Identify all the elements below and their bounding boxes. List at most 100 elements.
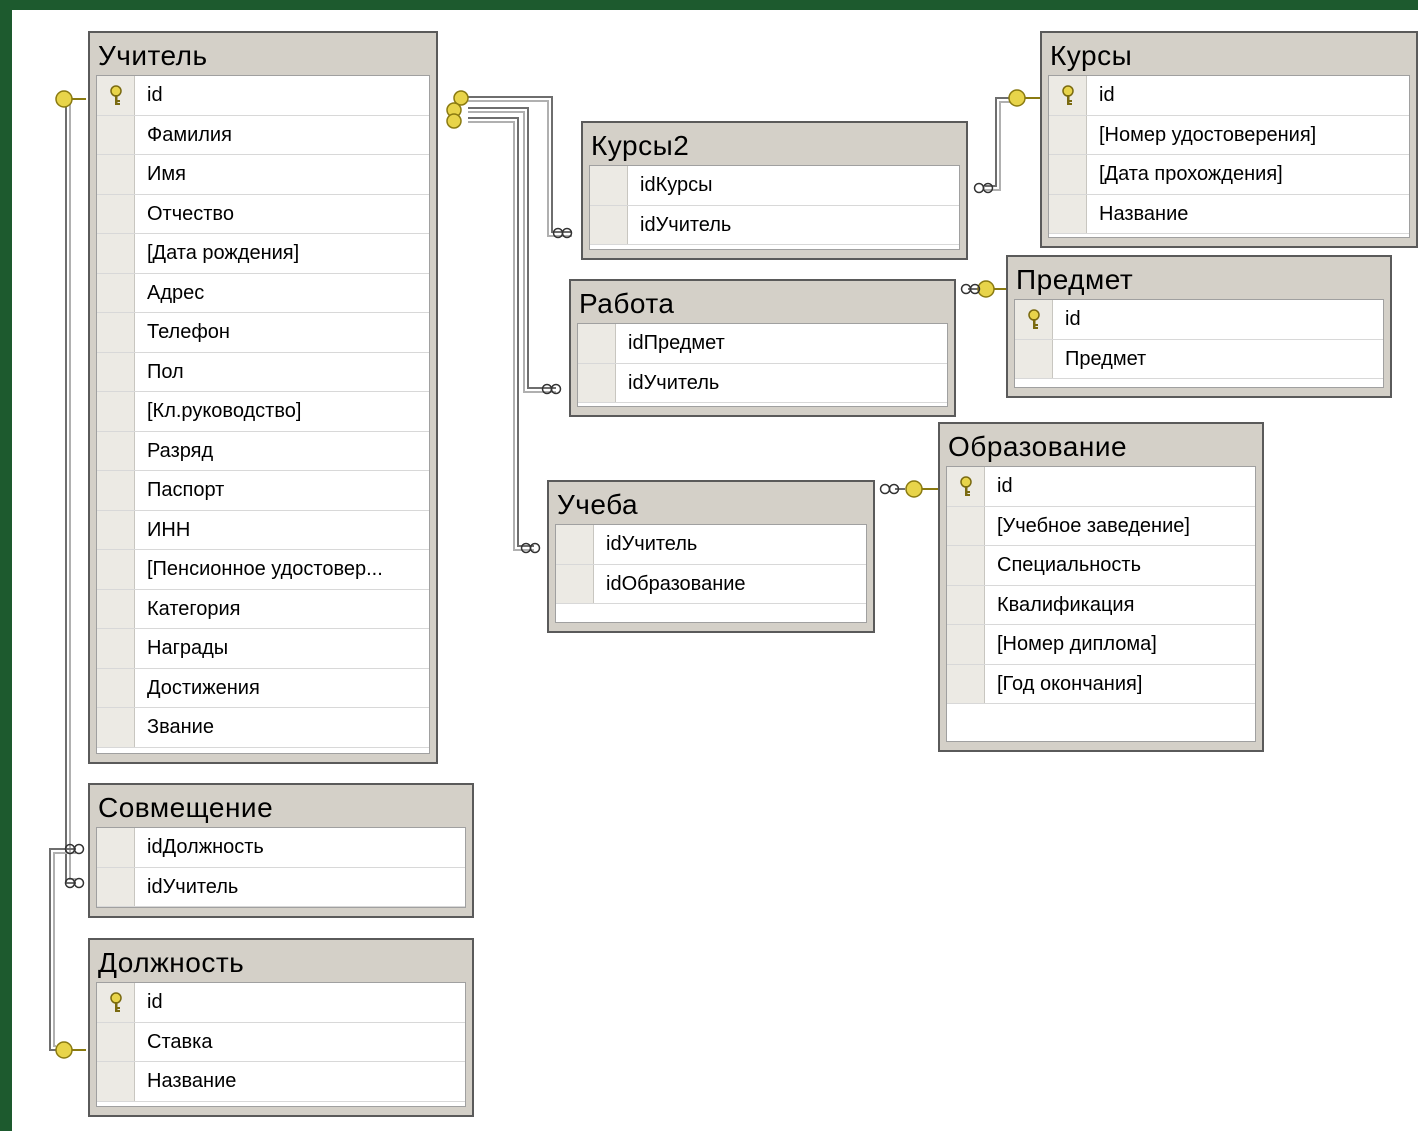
table-ucheba[interactable]: Учеба idУчитель idОбразование	[547, 480, 875, 633]
column-name: Отчество	[147, 202, 234, 225]
table-title: Предмет	[1016, 264, 1134, 295]
column-row[interactable]: Отчество	[97, 194, 429, 234]
column-name: idУчитель	[640, 213, 732, 236]
table-sovmeshchenie[interactable]: Совмещение idДолжность idУчитель	[88, 783, 474, 918]
column-list: idУчитель idОбразование	[555, 524, 867, 623]
column-list: id [Номер удостоверения] [Дата прохожден…	[1048, 75, 1410, 238]
column-row[interactable]: Квалификация	[947, 585, 1255, 625]
column-row[interactable]: Награды	[97, 629, 429, 669]
column-row[interactable]: Специальность	[947, 546, 1255, 586]
column-name: Квалификация	[997, 593, 1135, 616]
column-name: Ставка	[147, 1030, 213, 1053]
table-predmet[interactable]: Предмет id Предмет	[1006, 255, 1392, 398]
column-row-pk[interactable]: id	[97, 76, 429, 116]
column-list: id Предмет	[1014, 299, 1384, 388]
column-row[interactable]: [Дата прохождения]	[1049, 155, 1409, 195]
column-name: Имя	[147, 163, 186, 185]
column-list: id Ставка Название	[96, 982, 466, 1107]
column-list: id [Учебное заведение] Специальность Ква…	[946, 466, 1256, 742]
column-row[interactable]: idУчитель	[556, 525, 866, 565]
column-row[interactable]: Имя	[97, 155, 429, 195]
column-name: idУчитель	[606, 533, 698, 555]
column-name: id	[1099, 84, 1115, 106]
column-name: id	[1065, 308, 1081, 330]
column-name: id	[997, 475, 1013, 497]
column-name: Фамилия	[147, 123, 232, 146]
column-name: [Год окончания]	[997, 672, 1143, 695]
column-row[interactable]: Категория	[97, 589, 429, 629]
table-dolzhnost[interactable]: Должность id Ставка Название	[88, 938, 474, 1117]
column-name: Название	[1099, 202, 1189, 225]
column-row[interactable]: [Год окончания]	[947, 664, 1255, 704]
column-row-pk[interactable]: id	[1015, 300, 1383, 340]
column-row-pk[interactable]: id	[947, 467, 1255, 507]
column-name: Звание	[147, 716, 214, 738]
column-name: [Номер удостоверения]	[1099, 123, 1317, 146]
primary-key-icon	[960, 476, 972, 496]
column-name: idУчитель	[147, 875, 239, 898]
column-name: [Номер диплома]	[997, 633, 1157, 655]
column-name: [Дата прохождения]	[1099, 163, 1283, 185]
column-list: idПредмет idУчитель	[577, 323, 948, 407]
column-row[interactable]: idКурсы	[590, 166, 959, 206]
column-row[interactable]: Название	[97, 1062, 465, 1102]
column-row[interactable]: idУчитель	[590, 205, 959, 245]
column-name: idДолжность	[147, 836, 264, 858]
column-row[interactable]: [Номер удостоверения]	[1049, 115, 1409, 155]
column-name: id	[147, 991, 163, 1013]
column-row[interactable]: Название	[1049, 194, 1409, 234]
column-row[interactable]: [Учебное заведение]	[947, 506, 1255, 546]
column-list: idДолжность idУчитель	[96, 827, 466, 908]
column-row[interactable]: [Дата рождения]	[97, 234, 429, 274]
column-row[interactable]: Звание	[97, 708, 429, 748]
column-name: idОбразование	[606, 572, 746, 595]
column-name: Пол	[147, 360, 184, 383]
column-name: Название	[147, 1070, 237, 1092]
column-row[interactable]: Ставка	[97, 1022, 465, 1062]
primary-key-icon	[1028, 309, 1040, 329]
table-obrazovanie[interactable]: Образование id [Учебное заведение] Специ…	[938, 422, 1264, 752]
table-title: Должность	[98, 947, 245, 978]
primary-key-icon	[110, 992, 122, 1012]
column-row[interactable]: idПредмет	[578, 324, 947, 364]
table-title: Совмещение	[98, 792, 274, 823]
column-row[interactable]: idДолжность	[97, 828, 465, 868]
table-title: Курсы	[1050, 40, 1133, 71]
column-row[interactable]: ИНН	[97, 510, 429, 550]
column-name: [Пенсионное удостовер...	[147, 558, 383, 580]
column-row[interactable]: Достижения	[97, 668, 429, 708]
table-rabota[interactable]: Работа idПредмет idУчитель	[569, 279, 956, 417]
column-row[interactable]: idУчитель	[578, 363, 947, 403]
column-name: idКурсы	[640, 174, 713, 196]
column-row[interactable]: Паспорт	[97, 471, 429, 511]
table-title: Учитель	[98, 40, 208, 71]
table-uchitel[interactable]: Учитель id Фамилия Имя Отчество [Дата ро…	[88, 31, 438, 764]
column-row[interactable]: Фамилия	[97, 115, 429, 155]
column-row[interactable]: Пол	[97, 352, 429, 392]
table-title: Учеба	[557, 489, 639, 520]
column-name: [Учебное заведение]	[997, 514, 1190, 537]
column-row[interactable]: Разряд	[97, 431, 429, 471]
column-row[interactable]: Адрес	[97, 273, 429, 313]
column-name: id	[147, 84, 163, 106]
table-title: Курсы2	[591, 130, 690, 161]
table-kursy[interactable]: Курсы id [Номер удостоверения] [Дата про…	[1040, 31, 1418, 248]
table-title: Работа	[579, 288, 675, 319]
column-row[interactable]: idУчитель	[97, 867, 465, 907]
column-row[interactable]: Предмет	[1015, 339, 1383, 379]
column-name: Паспорт	[147, 479, 225, 501]
column-name: idПредмет	[628, 332, 725, 354]
column-name: [Дата рождения]	[147, 242, 300, 264]
column-row[interactable]: [Пенсионное удостовер...	[97, 550, 429, 590]
column-name: Телефон	[147, 321, 230, 343]
column-row-pk[interactable]: id	[97, 983, 465, 1023]
table-kursy2[interactable]: Курсы2 idКурсы idУчитель	[581, 121, 968, 260]
column-row[interactable]: [Кл.руководство]	[97, 392, 429, 432]
column-name: Специальность	[997, 554, 1141, 576]
column-row[interactable]: [Номер диплома]	[947, 625, 1255, 665]
column-row[interactable]: idОбразование	[556, 564, 866, 604]
column-row-pk[interactable]: id	[1049, 76, 1409, 116]
column-list: id Фамилия Имя Отчество [Дата рождения] …	[96, 75, 430, 754]
column-row[interactable]: Телефон	[97, 313, 429, 353]
column-name: Разряд	[147, 439, 214, 462]
